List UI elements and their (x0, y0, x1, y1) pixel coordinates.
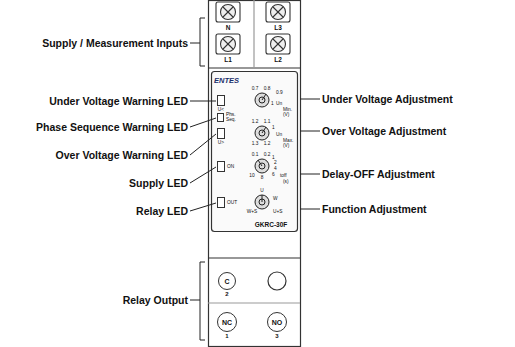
callout-label: Relay LED (136, 206, 188, 217)
device-label: 8 (261, 176, 264, 181)
callout-label: Function Adjustment (322, 204, 427, 215)
device-label: Min. (V) (283, 108, 296, 118)
empty-terminal (268, 272, 286, 290)
device-label: N (226, 25, 231, 32)
terminal-number: 1 (225, 333, 228, 339)
device-label: 0.2 (264, 153, 271, 158)
device-label: L1 (224, 57, 232, 64)
callout-label: Under Voltage Adjustment (322, 94, 453, 105)
device-label: L2 (274, 57, 282, 64)
callout-label: Relay Output (123, 295, 188, 306)
brand-logo: ENTES (214, 77, 239, 85)
device-label: W (273, 197, 278, 202)
device-label: 1.2 (252, 120, 259, 125)
terminal-circle: NO3 (267, 312, 287, 332)
terminal-circle: NC1 (217, 312, 237, 332)
device-label: U> (218, 141, 224, 146)
terminal-label: C (224, 278, 229, 285)
device-label: 0.1 (252, 153, 259, 158)
device-label: 1.1 (264, 120, 271, 125)
callout-label: Supply / Measurement Inputs (42, 38, 188, 49)
device-label: 0.8 (264, 87, 271, 92)
device-label: U (260, 189, 263, 194)
device-label: 0.9 (276, 91, 283, 96)
device-label: 2 (274, 161, 277, 166)
device-label: 1.2 (264, 142, 271, 147)
terminal-circle: C2 (218, 272, 236, 290)
callout-label: Phase Sequence Warning LED (36, 122, 188, 133)
device-label: 6 (272, 173, 275, 178)
device-label: L3 (274, 25, 282, 32)
terminal-label: NO (272, 319, 283, 326)
device-label: Phs. Seq. (226, 113, 238, 123)
adjustment-dials (255, 93, 269, 209)
callout-label: Over Voltage Adjustment (322, 126, 446, 137)
terminal-number: 2 (225, 291, 228, 297)
device-body (208, 0, 301, 347)
callout-label: Supply LED (129, 178, 188, 189)
device-label: (s) (283, 180, 289, 185)
terminal-number: 3 (275, 333, 278, 339)
terminal-label: NC (222, 319, 232, 326)
device-label: Un (276, 133, 282, 138)
device-label: 1 (271, 102, 274, 107)
device-label: Un (276, 102, 282, 107)
callout-label: Delay-OFF Adjustment (322, 169, 435, 180)
device-label: OUT (227, 201, 237, 206)
callout-label: Under Voltage Warning LED (49, 96, 188, 107)
device-label: GKRC-30F (255, 222, 288, 229)
device-label: toff (280, 174, 287, 179)
screw-terminals (216, 2, 290, 54)
device-label: 1.3 (252, 142, 259, 147)
device-label: Max. (V) (283, 139, 297, 149)
leader-lines (190, 18, 320, 340)
device-label: U< (218, 108, 224, 113)
device-label: 1 (272, 126, 275, 131)
device-label: ON (227, 165, 234, 170)
device-label: 0.7 (252, 87, 259, 92)
device-label: W+S (247, 210, 258, 215)
device-label: U+S (273, 210, 282, 215)
device-label: 10 (249, 174, 254, 179)
callout-label: Over Voltage Warning LED (56, 150, 188, 161)
status-leds (218, 96, 225, 208)
device-label: 4 (274, 167, 277, 172)
